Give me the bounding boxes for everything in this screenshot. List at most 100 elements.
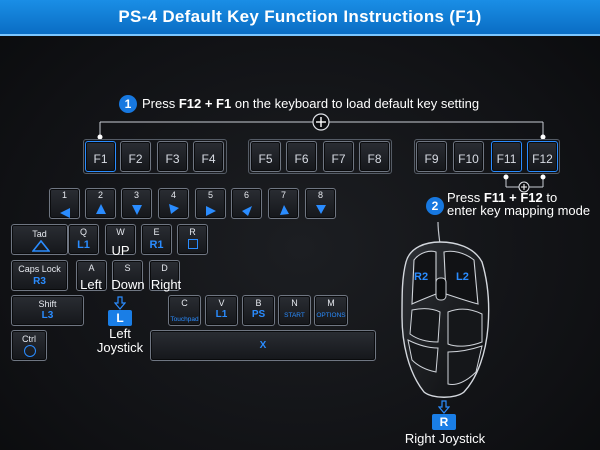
fkey-group-3 (414, 139, 560, 174)
key-f10[interactable]: F10 (453, 141, 484, 172)
key-s-value: Down (111, 277, 145, 292)
mouse-l2-label: L2 (456, 271, 469, 283)
down-arrow-icon (114, 296, 126, 310)
key-d-value: Right (150, 277, 182, 292)
key-f6-label: F6 (294, 152, 309, 166)
key-f12[interactable]: F12 (527, 141, 558, 172)
key-caps-label: Caps Lock (18, 264, 61, 274)
step-2-post: to (542, 190, 558, 205)
square-icon (188, 239, 198, 249)
key-2-label: 2 (97, 190, 103, 200)
key-caps-value: R3 (33, 276, 46, 287)
key-tab-label: Tad (32, 229, 47, 239)
key-f6[interactable]: F6 (286, 141, 317, 172)
key-f11-label: F11 (496, 152, 517, 166)
key-r-label: R (189, 227, 196, 237)
key-f11[interactable]: F11 (491, 141, 522, 172)
direction-arrow-icon (280, 205, 289, 215)
key-a[interactable]: A (76, 260, 107, 291)
key-e[interactable]: E R1 (141, 224, 172, 255)
key-f7[interactable]: F7 (323, 141, 354, 172)
key-c-label: C (181, 298, 188, 308)
key-s[interactable]: S (112, 260, 143, 291)
key-m-label: M (327, 298, 335, 308)
key-b-label: B (255, 298, 262, 308)
key-f5-label: F5 (258, 152, 273, 166)
direction-arrow-icon (206, 206, 216, 216)
direction-arrow-icon (169, 204, 179, 214)
key-m[interactable]: M OPTIONS (314, 295, 348, 326)
direction-arrow-icon (242, 206, 252, 216)
direction-arrow-icon (316, 205, 326, 214)
key-f10-label: F10 (458, 152, 479, 166)
key-w-label: W (116, 227, 125, 237)
key-7[interactable]: 7 (268, 188, 299, 219)
key-3-label: 3 (133, 190, 139, 200)
right-joystick-badge: R (432, 414, 456, 430)
key-r[interactable]: R (177, 224, 208, 255)
key-shift-label: Shift (38, 299, 57, 309)
step-2-badge: 2 (426, 197, 444, 215)
key-v-value: L1 (215, 309, 228, 320)
key-f12-label: F12 (532, 152, 553, 166)
key-tab[interactable]: Tad (11, 224, 68, 255)
step-2-keys: F11 + F12 (483, 190, 543, 205)
key-f8[interactable]: F8 (359, 141, 390, 172)
left-joystick-badge: L (108, 310, 132, 326)
key-q-value: L1 (77, 239, 90, 251)
right-joystick-label: Right Joystick (404, 431, 486, 446)
key-v-label: V (218, 298, 225, 308)
down-arrow-icon (438, 400, 450, 414)
key-f9-label: F9 (424, 152, 439, 166)
key-shift[interactable]: Shift L3 (11, 295, 84, 326)
key-2[interactable]: 2 (85, 188, 116, 219)
key-5[interactable]: 5 (195, 188, 226, 219)
key-n[interactable]: N START (278, 295, 311, 326)
key-f1[interactable]: F1 (85, 141, 116, 172)
mouse-r2-label: R2 (414, 271, 429, 283)
key-w[interactable]: W (105, 224, 136, 255)
key-5-label: 5 (207, 190, 213, 200)
key-s-label: S (124, 263, 131, 273)
key-f9[interactable]: F9 (416, 141, 447, 172)
key-f3[interactable]: F3 (157, 141, 188, 172)
key-b[interactable]: B PS (242, 295, 275, 326)
key-6-label: 6 (243, 190, 249, 200)
page-title: PS-4 Default Key Function Instructions (… (118, 7, 482, 26)
direction-arrow-icon (132, 205, 142, 215)
step-2-text: Press F11 + F12 to enter key mapping mod… (447, 191, 590, 217)
key-8[interactable]: 8 (305, 188, 336, 219)
key-4[interactable]: 4 (158, 188, 189, 219)
key-v[interactable]: V L1 (205, 295, 238, 326)
key-f2[interactable]: F2 (120, 141, 151, 172)
key-c-value: Touchpad (170, 316, 199, 323)
key-q[interactable]: Q L1 (68, 224, 99, 255)
key-f4[interactable]: F4 (193, 141, 224, 172)
key-space[interactable]: X (150, 330, 376, 361)
key-c[interactable]: C Touchpad (168, 295, 201, 326)
fkey-group-1 (83, 139, 227, 174)
key-7-label: 7 (280, 190, 286, 200)
key-space-value: X (259, 340, 267, 351)
fkey-group-2 (248, 139, 392, 174)
title-bar: PS-4 Default Key Function Instructions (… (0, 0, 600, 36)
key-d-label: D (161, 263, 168, 273)
key-f8-label: F8 (367, 152, 382, 166)
key-6[interactable]: 6 (231, 188, 262, 219)
key-f4-label: F4 (201, 152, 216, 166)
step-1-text: Press F12 + F1 on the keyboard to load d… (142, 96, 479, 111)
step-1-keys: F12 + F1 (178, 96, 232, 111)
step-1-post: on the keyboard to load default key sett… (231, 96, 480, 111)
key-n-label: N (291, 298, 298, 308)
key-3[interactable]: 3 (121, 188, 152, 219)
key-d[interactable]: D (149, 260, 180, 291)
key-a-label: A (88, 263, 95, 273)
key-ctrl[interactable]: Ctrl (11, 330, 47, 361)
key-f2-label: F2 (128, 152, 143, 166)
key-caps-lock[interactable]: Caps Lock R3 (11, 260, 68, 291)
key-1[interactable]: 1 (49, 188, 80, 219)
key-f5[interactable]: F5 (250, 141, 281, 172)
step-1-pre: Press (142, 96, 179, 111)
